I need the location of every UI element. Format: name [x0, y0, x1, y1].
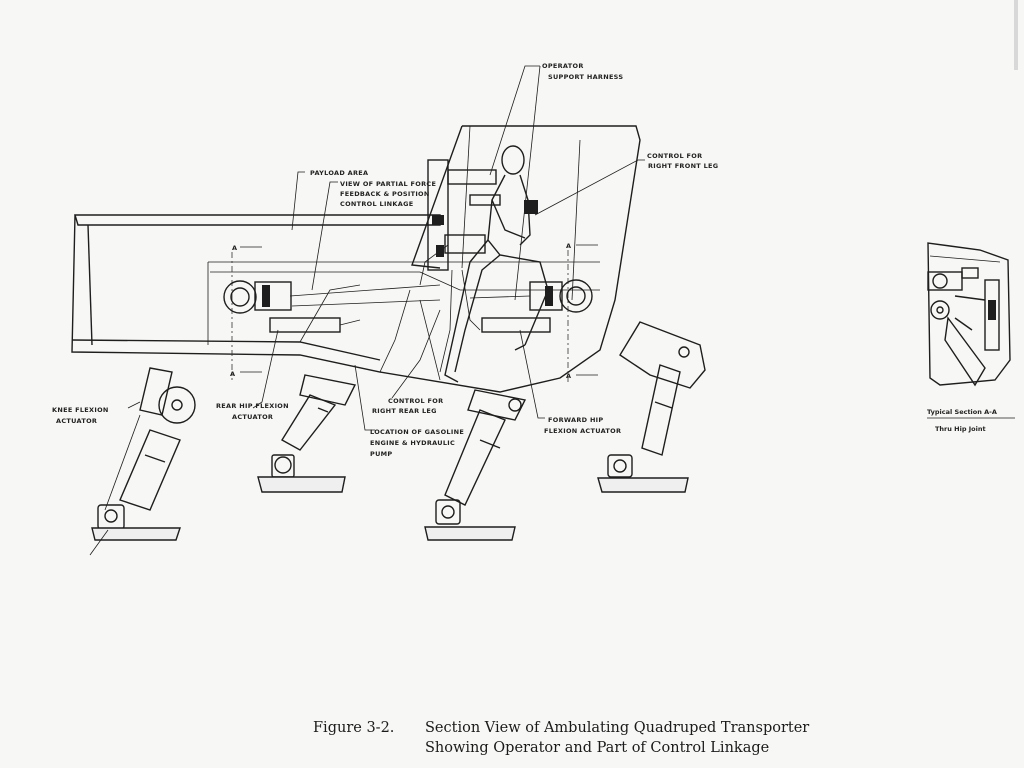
label-rear-hip-2: Actuator — [232, 413, 273, 421]
label-engine-1: Location of Gasoline — [370, 428, 464, 436]
label-knee-1: Knee Flexion — [52, 406, 109, 414]
callout-labels: Operator Support Harness Control for Rig… — [52, 62, 718, 458]
section-aa-inset: Typical Section A-A Thru Hip Joint — [927, 242, 1015, 433]
operator-figure — [444, 145, 549, 383]
label-knee-2: Actuator — [56, 417, 97, 425]
left-rear-leg — [89, 367, 196, 556]
label-partial-force-2: Feedback & Position — [340, 190, 430, 198]
label-rear-hip-1: Rear Hip Flexion — [216, 402, 289, 410]
label-partial-force-3: Control Linkage — [340, 200, 413, 208]
label-payload: Payload Area — [310, 169, 368, 177]
label-control-rear-2: Right Rear Leg — [372, 407, 437, 415]
label-fwd-hip-1: Forward Hip — [548, 416, 603, 424]
left-front-leg — [424, 389, 527, 541]
section-mark-top-rear: A — [232, 244, 237, 252]
label-fwd-hip-2: Flexion Actuator — [544, 427, 621, 435]
label-section-1: Typical Section A-A — [927, 408, 997, 416]
label-section-2: Thru Hip Joint — [935, 425, 986, 433]
label-engine-3: Pump — [370, 450, 392, 458]
right-rear-leg — [257, 374, 357, 493]
operator-harness — [419, 159, 538, 373]
margin-tick-marks — [1014, 0, 1018, 70]
right-front-leg — [597, 321, 706, 493]
caption-title: Section View of Ambulating Quadruped Tra… — [425, 720, 810, 736]
rear-hip-assembly — [223, 280, 441, 333]
label-engine-2: Engine & Hydraulic — [370, 439, 455, 447]
section-mark-top-front: A — [566, 242, 571, 250]
label-operator-1: Operator — [542, 62, 584, 70]
label-operator-2: Support Harness — [548, 73, 623, 81]
label-control-front-2: Right Front Leg — [648, 162, 718, 170]
label-control-front-1: Control for — [647, 152, 702, 160]
leader-lines — [127, 65, 645, 431]
section-markers: A A A A — [230, 242, 598, 385]
figure-caption: Figure 3-2. Section View of Ambulating Qu… — [313, 718, 933, 758]
label-partial-force-1: View of Partial Force — [340, 180, 436, 188]
label-control-rear-1: Control for — [388, 397, 443, 405]
caption-line-2: Showing Operator and Part of Control Lin… — [425, 740, 770, 756]
caption-number: Figure 3-2. — [313, 720, 395, 736]
front-hip-assembly — [469, 279, 593, 333]
vehicle-hull — [71, 125, 641, 393]
section-mark-bottom-front: A — [566, 372, 571, 380]
caption-line-1: Figure 3-2. Section View of Ambulating Qu… — [313, 718, 933, 738]
section-mark-bottom-rear: A — [230, 370, 235, 378]
